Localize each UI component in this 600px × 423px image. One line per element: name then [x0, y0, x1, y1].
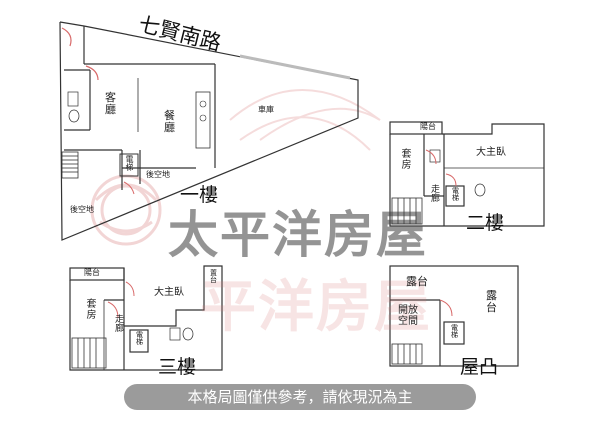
watermark-logo-text: 太平洋房屋	[168, 205, 428, 264]
floor1-living-label: 客廳	[105, 91, 116, 116]
floor2-plan	[389, 121, 545, 227]
watermark-logo-icon	[90, 174, 162, 246]
floor1-garage-label: 車庫	[258, 105, 274, 114]
floor3-elevator-label: 電梯	[136, 331, 143, 347]
floor1-backyard-label-2: 後空地	[70, 205, 94, 214]
floor1-dining-label: 餐廳	[164, 109, 175, 134]
roof-title: 屋凸	[460, 356, 499, 378]
disclaimer-banner: 本格局圖僅供參考，請依現況為主	[124, 384, 476, 410]
floor3-title: 三樓	[158, 356, 197, 378]
floor2-suite-label: 套房	[401, 149, 412, 171]
floor2-balcony-label: 陽台	[420, 122, 436, 131]
floor1-title: 一樓	[180, 184, 219, 206]
floor1-plan	[59, 21, 359, 241]
floor2-elevator-label: 電梯	[452, 187, 459, 203]
floor3-plan	[69, 265, 223, 371]
roof-terrace-label-1: 露台	[406, 275, 428, 288]
floor3-storage-label: 置台	[210, 269, 217, 285]
floor1-outline	[59, 21, 359, 241]
roof-stairs	[391, 343, 423, 365]
roof-plan	[389, 265, 519, 367]
floor3-master-label: 大主臥	[154, 287, 184, 298]
floor2-title: 二樓	[466, 212, 505, 234]
floor3-balcony-label: 陽台	[84, 268, 100, 277]
floor1-elevator-label: 電梯	[125, 155, 134, 173]
floor1-backyard-label-1: 後空地	[146, 170, 170, 179]
watermark-faint-text: 平洋房屋	[200, 274, 432, 340]
watermark-swirl-icon	[229, 89, 381, 151]
floor2-master-label: 大主臥	[476, 147, 506, 158]
floor3-corridor-label: 走廊	[114, 315, 124, 335]
floor2-stairs	[391, 197, 423, 225]
roof-open-space-label: 開放空間	[398, 305, 418, 327]
floor3-suite-label: 套房	[86, 299, 97, 321]
roof-terrace-label-2: 露台	[486, 289, 497, 314]
floor3-stairs	[71, 337, 107, 369]
floor2-corridor-label: 走廊	[430, 185, 440, 205]
roof-elevator-label: 電梯	[451, 324, 458, 340]
floor1-stairs	[61, 151, 79, 179]
